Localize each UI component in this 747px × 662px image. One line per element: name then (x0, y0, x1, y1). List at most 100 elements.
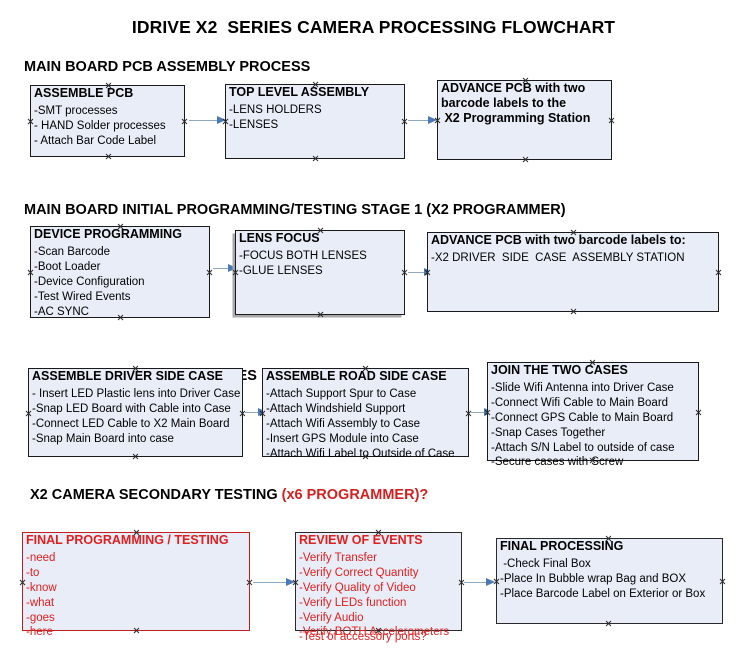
flow-box-line: -Attach Windshield Support (266, 402, 406, 415)
flow-box-join-the-two-cases[interactable]: JOIN THE TWO CASES -Slide Wifi Antenna i… (487, 362, 699, 468)
connection-handle (317, 311, 324, 318)
flow-box-line: -Verify Transfer (299, 551, 377, 564)
flow-arrow (408, 116, 437, 125)
flow-box-line: -Insert GPS Module into Case (266, 432, 419, 445)
flow-box-line: -Verify Correct Quantity (299, 566, 419, 579)
flow-box-line: -Verify Audio (299, 611, 364, 624)
arrow-shaft (464, 582, 487, 584)
flow-box-title: LENS FOCUS (239, 231, 320, 245)
arrow-shaft (253, 582, 287, 584)
flow-box-device-programming[interactable]: DEVICE PROGRAMMING -Scan Barcode -Boot L… (30, 226, 210, 318)
flow-box-lens-focus[interactable]: LENS FOCUS -FOCUS BOTH LENSES -GLUE LENS… (235, 230, 405, 315)
flow-box-line: -goes (26, 611, 55, 624)
flow-box-line: -Slide Wifi Antenna into Driver Case (491, 381, 674, 394)
flow-arrow (464, 578, 495, 587)
flow-box-line: -Place Barcode Label on Exterior or Box (500, 587, 706, 600)
flow-box-line: -Verify LEDs function (299, 596, 407, 609)
flow-box-line: -LENS HOLDERS (229, 103, 322, 116)
section-heading-secondary-testing: X2 CAMERA SECONDARY TESTING (x6 PROGRAMM… (30, 487, 428, 503)
flow-box-line: -Connect Wifi Cable to Main Board (491, 396, 669, 409)
flow-box-final-processing[interactable]: FINAL PROCESSING -Check Final Box -Place… (496, 538, 723, 624)
flow-box-line: -Snap Cases Together (491, 426, 606, 439)
arrow-head-icon (286, 578, 295, 586)
flow-box-title: ASSEMBLE DRIVER SIDE CASE (32, 369, 224, 383)
connection-handle (105, 153, 112, 160)
flow-box-line: -to (26, 566, 40, 579)
flow-box-final-programming-testing[interactable]: FINAL PROGRAMMING / TESTING -need -to -k… (22, 532, 250, 638)
flow-box-line: X2 Programming Station (441, 110, 591, 125)
flow-box-line: -Scan Barcode (34, 245, 111, 258)
arrow-shaft (408, 272, 425, 274)
arrow-head-icon (228, 264, 237, 272)
flow-box-line: -Verify Quality of Video (299, 581, 416, 594)
flow-box-line: -Secure cases with Screw (491, 456, 624, 469)
flow-box-title: FINAL PROCESSING (500, 539, 624, 553)
arrow-shaft (471, 412, 485, 414)
flow-box-line: -Attach Support Spur to Case (266, 387, 417, 400)
flow-arrow (253, 578, 295, 587)
arrow-head-icon (428, 116, 437, 124)
flow-box-line: - Insert LED Plastic lens into Driver Ca… (32, 387, 241, 400)
flow-box-assemble-driver-side-case[interactable]: ASSEMBLE DRIVER SIDE CASE - Insert LED P… (28, 368, 243, 457)
flow-box-line: -Attach Wifi Assembly to Case (266, 417, 421, 430)
flow-box-line: -AC SYNC (34, 305, 89, 318)
flow-box-line: -Test Wired Events (34, 290, 131, 303)
flow-box-line: -Connect LED Cable to X2 Main Board (32, 417, 230, 430)
flow-box-line: -Snap Main Board into case (32, 432, 174, 445)
arrow-head-icon (217, 116, 226, 124)
section-heading-pcb-assembly: MAIN BOARD PCB ASSEMBLY PROCESS (24, 59, 311, 75)
flow-box-title: REVIEW OF EVENTS (299, 533, 423, 547)
flow-box-line: -FOCUS BOTH LENSES (239, 249, 367, 262)
flow-box-line: -Attach Wifi Label to Outside of Case (266, 447, 455, 460)
flow-box-title: FINAL PROGRAMMING / TESTING (26, 533, 229, 547)
arrow-shaft (213, 268, 229, 270)
flow-box-review-of-events[interactable]: REVIEW OF EVENTS -Verify Transfer -Verif… (295, 532, 462, 643)
flow-box-title: TOP LEVEL ASSEMBLY (229, 85, 370, 99)
flow-box-line: -here (26, 626, 53, 639)
arrow-shaft (245, 412, 259, 414)
connection-handle (715, 269, 722, 276)
flow-box-title: JOIN THE TWO CASES (491, 363, 628, 377)
connection-handle (312, 155, 319, 162)
flow-box-title: ASSEMBLE ROAD SIDE CASE (266, 369, 447, 383)
flow-box-assemble-pcb[interactable]: ASSEMBLE PCB -SMT processes - HAND Solde… (30, 85, 185, 157)
flow-box-advance-pcb-programming-station[interactable]: ADVANCE PCB with two barcode labels to t… (437, 80, 612, 160)
flow-box-line: - HAND Solder processes (34, 119, 166, 132)
flow-box-line: -need (26, 551, 56, 564)
flow-box-line: - Attach Bar Code Label (34, 134, 157, 147)
flow-box-line: barcode labels to the (441, 95, 567, 110)
flow-box-title: ADVANCE PCB with two barcode labels to: (431, 233, 686, 247)
flow-box-top-level-assembly[interactable]: TOP LEVEL ASSEMBLY -LENS HOLDERS -LENSES (225, 84, 405, 159)
flow-arrow (213, 264, 237, 273)
flow-box-line: -Device Configuration (34, 275, 145, 288)
section-heading-text: X2 CAMERA SECONDARY TESTING (30, 487, 282, 503)
flow-box-line: -X2 DRIVER SIDE CASE ASSEMBLY STATION (431, 251, 685, 264)
flow-box-line: -Verify BOTH Accelerometers (299, 626, 450, 639)
page-title: IDRIVE X2 SERIES CAMERA PROCESSING FLOWC… (131, 17, 616, 37)
flow-box-line: -Place In Bubble wrap Bag and BOX (500, 572, 687, 585)
flow-box-title: ASSEMBLE PCB (34, 86, 134, 100)
flow-box-advance-pcb-driver-side[interactable]: ADVANCE PCB with two barcode labels to: … (427, 232, 719, 312)
arrow-shaft (408, 120, 429, 122)
flow-box-line: -what (26, 596, 55, 609)
flow-box-overflow-line: -Test of accessory ports? (299, 631, 427, 643)
flow-box-line: -SMT processes (34, 104, 118, 117)
flow-box-title: ADVANCE PCB with two (441, 81, 586, 95)
flow-box-line: -Attach S/N Label to outside of case (491, 441, 675, 454)
flow-box-line: -Check Final Box (500, 557, 591, 570)
connection-handle (605, 620, 612, 627)
connection-handle (132, 453, 139, 460)
connection-handle (570, 308, 577, 315)
section-heading-initial-programming: MAIN BOARD INITIAL PROGRAMMING/TESTING S… (24, 202, 566, 218)
flow-box-line: -GLUE LENSES (239, 264, 323, 277)
arrow-shaft (189, 120, 218, 122)
flow-box-title: DEVICE PROGRAMMING (34, 227, 182, 241)
arrow-head-icon (486, 578, 495, 586)
flow-box-line: -LENSES (229, 118, 279, 131)
flow-box-line: -know (26, 581, 57, 594)
flow-box-line: -Snap LED Board with Cable into Case (32, 402, 231, 415)
section-heading-accent: (x6 PROGRAMMER)? (281, 487, 429, 503)
flow-box-assemble-road-side-case[interactable]: ASSEMBLE ROAD SIDE CASE -Attach Support … (262, 368, 469, 460)
flow-box-line: -Connect GPS Cable to Main Board (491, 411, 674, 424)
connection-handle (522, 156, 529, 163)
